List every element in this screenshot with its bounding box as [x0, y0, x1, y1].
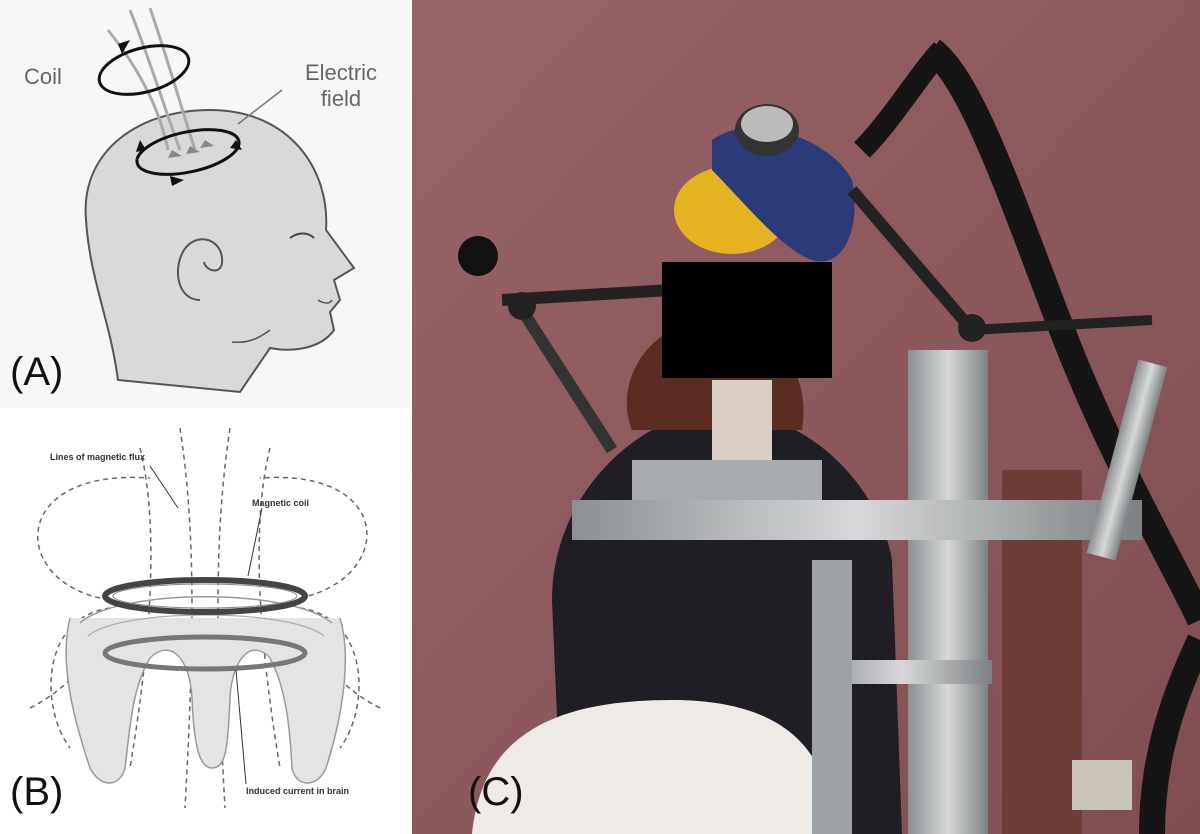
tms-coil-holder [712, 127, 855, 262]
induced-current-label: Induced current in brain [246, 786, 350, 796]
panel-letter-c: (C) [468, 770, 524, 814]
face-redaction-box [662, 262, 832, 378]
frame-post [1086, 359, 1168, 561]
coil-label: Coil [24, 64, 62, 89]
chinrest-block [632, 460, 822, 500]
support-arm [516, 306, 618, 454]
cable [854, 42, 950, 158]
coil-ring [97, 44, 191, 96]
frame-column [908, 350, 988, 834]
flux-line [258, 447, 281, 769]
flux-line [129, 447, 152, 769]
coil-arrow-icon [118, 40, 130, 54]
tms-apparatus-photo [412, 0, 1200, 834]
magnetic-coil-label: Magnetic coil [252, 498, 310, 508]
field-line [148, 7, 197, 151]
electric-field-loop [135, 128, 241, 176]
support-arm [847, 186, 977, 334]
brain-cortex [65, 617, 347, 784]
flux-line [299, 607, 360, 749]
panel-a-tms-schematic: Coil Electric field (A) [0, 0, 410, 408]
cable [1139, 634, 1200, 834]
knob-icon [458, 236, 498, 276]
efield-arrow-icon [170, 176, 184, 186]
frame-rail [572, 500, 1142, 540]
flux-diagram [29, 427, 381, 809]
panel-c-photo-tms-setup: (C) [412, 0, 1200, 834]
flux-line [217, 427, 231, 809]
eye-icon [289, 232, 315, 239]
head-coil-illustration [84, 7, 356, 394]
flux-lines-label: Lines of magnetic flux [50, 452, 146, 462]
electric-field-label: Electric field [304, 60, 378, 111]
flux-line [50, 607, 111, 749]
ear-icon [176, 238, 224, 301]
panel-letter-b: (B) [10, 770, 64, 814]
panel-letter-a: (A) [10, 350, 64, 394]
panel-b-magnetic-flux-diagram: (B) [0, 408, 410, 834]
support-arm [971, 315, 1153, 335]
flux-line [179, 427, 193, 809]
efield-arrow-icon [136, 140, 146, 152]
knob-icon [508, 292, 536, 320]
knob-icon [958, 314, 986, 342]
mouth-icon [317, 299, 333, 304]
efield-arrow-icon [230, 140, 242, 150]
flux-line [259, 476, 368, 599]
induced-current-ring [102, 634, 308, 672]
flux-line [37, 476, 151, 599]
magnetic-coil-ring [102, 577, 308, 615]
